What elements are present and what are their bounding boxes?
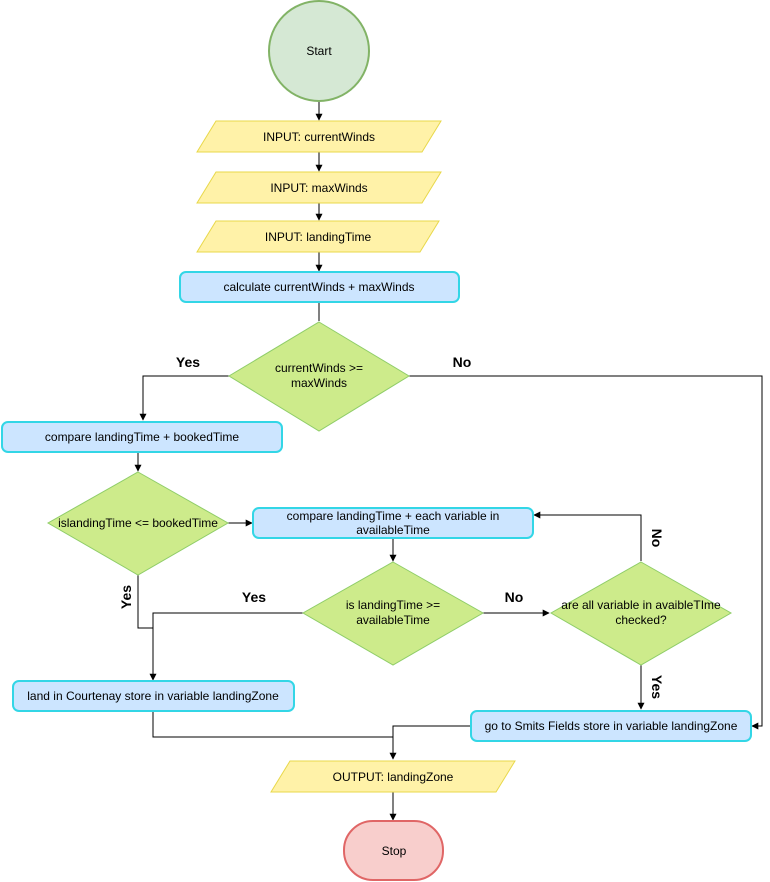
decision-available-node: is landingTime >= availableTime: [301, 561, 485, 666]
decision-winds-shape: [228, 321, 410, 432]
edge-winds-yes: [139, 375, 229, 421]
decision-booked-node: islandingTime <= bookedTime: [46, 471, 230, 576]
compare-available-label-2: availableTime: [356, 523, 430, 537]
label-checked-no: No: [649, 529, 665, 548]
label-booked-yes: Yes: [118, 585, 134, 609]
output-landing-zone-node: OUTPUT: landingZone: [270, 760, 516, 793]
edge-available-yes: [152, 612, 303, 628]
decision-booked-label: islandingTime <= bookedTime: [58, 516, 218, 530]
stop-shape: [343, 820, 444, 881]
label-winds-yes: Yes: [176, 354, 200, 370]
compare-booked-label: compare landingTime + bookedTime: [45, 430, 240, 444]
edge-winds-no: [409, 375, 763, 730]
decision-winds-label-2: maxWinds: [291, 376, 347, 390]
start-node: Start: [268, 0, 370, 102]
input-current-winds-label: INPUT: currentWinds: [263, 130, 375, 144]
label-available-no: No: [505, 589, 524, 605]
calc-winds-shape: [179, 271, 460, 303]
calc-winds-node: calculate currentWinds + maxWinds: [179, 271, 460, 303]
smits-fields-node: go to Smits Fields store in variable lan…: [470, 710, 752, 742]
stop-node: Stop: [343, 820, 444, 881]
compare-booked-node: compare landingTime + bookedTime: [1, 421, 283, 453]
decision-checked-label-2: checked?: [615, 613, 667, 627]
smits-fields-shape: [470, 710, 752, 742]
compare-available-node: compare landingTime + each variable in a…: [252, 507, 534, 539]
label-checked-yes: Yes: [649, 675, 665, 699]
compare-available-label-1: compare landingTime + each variable in: [287, 509, 500, 523]
land-courtenay-shape: [12, 680, 295, 712]
decision-available-label-2: availableTime: [356, 613, 430, 627]
decision-winds-node: currentWinds >= maxWinds: [228, 321, 410, 432]
input-max-winds-node: INPUT: maxWinds: [196, 171, 442, 204]
input-landing-time-node: INPUT: landingTime: [196, 220, 440, 253]
smits-fields-label: go to Smits Fields store in variable lan…: [485, 719, 738, 733]
input-landing-time-label: INPUT: landingTime: [265, 230, 372, 244]
input-current-winds-shape: [196, 120, 442, 153]
edge-labels: Yes No Yes Yes No No Yes: [118, 354, 665, 699]
edge-checked-no: [533, 511, 642, 561]
input-max-winds-shape: [196, 171, 442, 204]
land-courtenay-node: land in Courtenay store in variable land…: [12, 680, 295, 712]
decision-checked-label-1: are all variable in avaibleTIme: [561, 598, 721, 612]
decision-checked-node: are all variable in avaibleTIme checked?: [549, 561, 733, 666]
output-landing-zone-label: OUTPUT: landingZone: [333, 770, 454, 784]
output-landing-zone-shape: [270, 760, 516, 793]
decision-checked-shape: [549, 561, 733, 666]
compare-booked-shape: [1, 421, 283, 453]
calc-winds-label: calculate currentWinds + maxWinds: [223, 280, 414, 294]
label-available-yes: Yes: [242, 589, 266, 605]
decision-available-shape: [301, 561, 485, 666]
edge-courtenay-to-output: [152, 712, 393, 738]
input-landing-time-shape: [196, 220, 440, 253]
input-current-winds-node: INPUT: currentWinds: [196, 120, 442, 153]
decision-booked-shape: [46, 471, 230, 576]
label-winds-no: No: [453, 354, 472, 370]
compare-available-shape: [252, 507, 534, 539]
decision-available-label-1: is landingTime >=: [346, 598, 440, 612]
stop-label: Stop: [382, 844, 407, 858]
start-label: Start: [306, 44, 332, 58]
start-shape: [268, 0, 370, 102]
decision-winds-label-1: currentWinds >=: [275, 361, 363, 375]
edge-booked-yes: [137, 575, 157, 681]
edge-smits-to-output: [389, 725, 471, 760]
input-max-winds-label: INPUT: maxWinds: [270, 181, 367, 195]
edges: [134, 101, 763, 821]
land-courtenay-label: land in Courtenay store in variable land…: [27, 689, 279, 703]
